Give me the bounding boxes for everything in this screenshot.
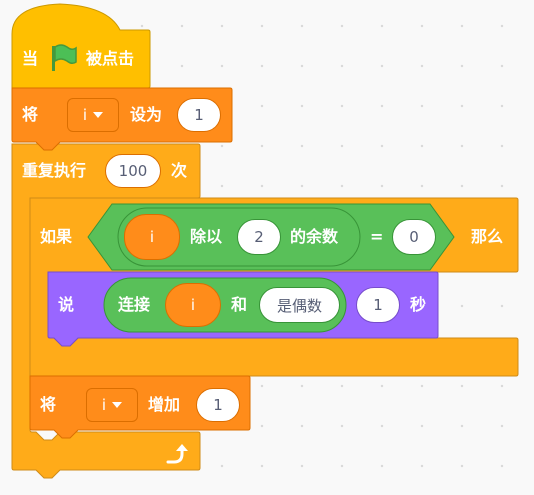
equals-right-input[interactable]: 0	[392, 219, 436, 255]
repeat-block-shape	[11, 143, 201, 479]
repeat-label: 重复执行	[22, 161, 87, 180]
say-secs-input[interactable]: 1	[356, 287, 400, 323]
chevron-down-icon	[93, 112, 104, 118]
if-label: 如果	[40, 227, 73, 246]
join-and-label: 和	[231, 295, 248, 314]
hat-suffix-label: 被点击	[86, 49, 135, 68]
set-variable-name: i	[82, 106, 88, 124]
loop-arrow-icon	[166, 444, 188, 464]
change-variable-name: i	[101, 396, 107, 414]
set-variable-dropdown[interactable]: i	[67, 98, 119, 132]
mod-operator-label: 除以	[190, 227, 223, 246]
change-by-label: 增加	[148, 395, 181, 414]
join-left-variable[interactable]: i	[165, 283, 221, 327]
mod-left-variable[interactable]: i	[124, 214, 180, 260]
repeat-times-input[interactable]: 100	[105, 154, 161, 188]
mod-right-input[interactable]: 2	[237, 219, 281, 255]
repeat-suffix-label: 次	[171, 161, 188, 180]
hat-prefix-label: 当	[22, 49, 39, 68]
set-to-label: 设为	[130, 105, 163, 124]
secs-label: 秒	[410, 295, 427, 314]
set-value-input[interactable]: 1	[177, 98, 221, 132]
change-variable-dropdown[interactable]: i	[86, 388, 138, 422]
say-label: 说	[58, 295, 75, 314]
hat-block-shape	[11, 3, 151, 89]
chevron-down-icon	[112, 402, 123, 408]
join-label: 连接	[118, 295, 151, 314]
then-label: 那么	[471, 227, 504, 246]
change-label: 将	[40, 395, 57, 414]
green-flag-icon	[52, 44, 77, 71]
change-block-shape	[29, 375, 251, 439]
mod-suffix-label: 的余数	[290, 227, 339, 246]
join-right-input[interactable]: 是偶数	[259, 287, 340, 323]
set-label: 将	[22, 105, 39, 124]
equals-sign-label: =	[370, 227, 384, 246]
change-value-input[interactable]: 1	[196, 388, 240, 422]
